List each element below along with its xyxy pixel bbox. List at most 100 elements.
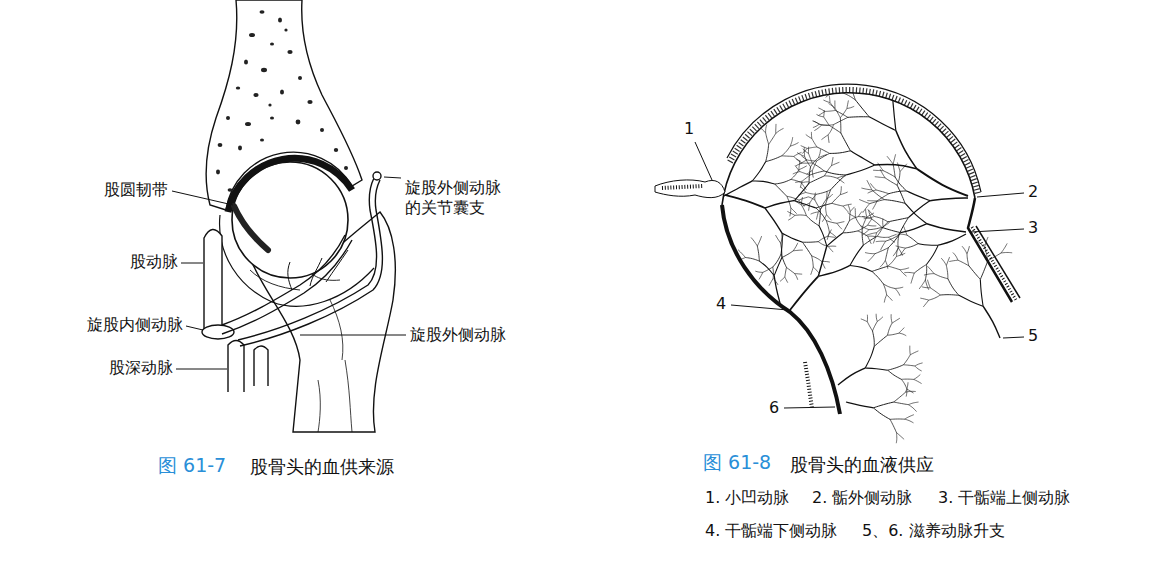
vessel-branch (824, 117, 830, 125)
illustration-part (172, 191, 233, 205)
vessel-branch (824, 171, 845, 175)
vessel-branch (869, 227, 882, 229)
vessel-branch (809, 203, 810, 211)
illustration-part (731, 305, 788, 310)
vessel-branch (774, 276, 780, 303)
vessel-branch (796, 159, 802, 163)
vessel-branch (797, 153, 804, 157)
vessel-branch (977, 241, 984, 247)
inferior-metaphyseal-artery (722, 205, 840, 414)
vessel-branch (798, 192, 805, 195)
vessel-branch (799, 197, 808, 200)
vessel-branch (802, 205, 807, 215)
vessel-branch (868, 236, 876, 238)
vessel-branch (814, 125, 821, 130)
vessel-branch (800, 160, 807, 164)
illustration-part (1003, 337, 1024, 338)
vessel-branch (828, 135, 830, 143)
vessel-branch (882, 227, 901, 232)
vessel-branch (794, 201, 801, 205)
vessel-branch (831, 175, 846, 190)
vessel-branch (801, 146, 808, 149)
vessel-branch (848, 116, 869, 118)
illustration-part (244, 59, 248, 64)
vessel-branch (843, 221, 850, 233)
vessel-branch (867, 200, 877, 201)
callout-number: 3 (1028, 218, 1038, 238)
vessel-branch (946, 265, 948, 278)
vessel-branch (927, 280, 930, 288)
vessel-branch (776, 128, 784, 133)
vessel-branch (813, 121, 821, 125)
vessel-branch (901, 76, 913, 84)
vessel-branch (949, 260, 958, 261)
vessel-branch (781, 234, 784, 244)
vessel-branch (910, 351, 918, 355)
vessel-branch (775, 124, 776, 134)
vessel-branch (793, 172, 800, 174)
vessel-branch (929, 295, 941, 300)
vessel-branch (885, 54, 891, 58)
vessel-branch (876, 241, 886, 243)
vessel-branch (751, 237, 757, 246)
vessel-branch (859, 199, 869, 203)
vessel-branch (906, 391, 916, 393)
vessel-branch (893, 101, 896, 130)
illustration-part (784, 407, 835, 408)
vessel-branch (873, 402, 893, 408)
illustration-part (270, 116, 274, 119)
vessel-branch (959, 295, 983, 306)
vessel-branch (841, 71, 843, 78)
vessel-branch (900, 164, 907, 172)
vessel-branch (824, 176, 837, 178)
vessel-branch (872, 331, 874, 346)
vessel-branch (831, 162, 839, 165)
vessel-branch (897, 163, 900, 172)
vessel-branch (766, 133, 769, 145)
vessel-branch (775, 179, 791, 184)
vessel-branch (752, 181, 774, 184)
vessel-branch (980, 261, 988, 280)
vessel-branch (817, 153, 830, 161)
vessel-branch (851, 86, 855, 100)
femur-texture (318, 300, 352, 432)
vessel-branch (774, 258, 782, 276)
neck-vessels (288, 250, 348, 290)
vessel-branch (877, 317, 883, 322)
vessel-branch (858, 216, 865, 217)
vessel-branch (862, 230, 869, 235)
vessel-branch (802, 162, 812, 163)
vessel-branch (851, 76, 854, 86)
figure-number: 图 61-7 (158, 454, 226, 478)
vessel-branch (958, 260, 969, 266)
vessel-branch (738, 250, 745, 258)
vessel-branch (802, 148, 807, 153)
vessel-branch (923, 69, 928, 74)
vessel-branch (830, 151, 851, 154)
vessel-branch (861, 319, 867, 322)
vessel-branch (757, 236, 761, 246)
leader-lines (172, 177, 406, 369)
vessel-branch (791, 170, 799, 180)
vessel-branch (909, 346, 910, 355)
vessel-branch (787, 196, 799, 200)
vessel-branch (794, 152, 802, 156)
vessel-branch (724, 181, 752, 196)
vessel-branch (826, 221, 829, 232)
vessel-branch (897, 185, 905, 203)
illustration-part (344, 166, 348, 170)
vessel-branch (884, 51, 885, 58)
vessel-branch (888, 370, 902, 379)
vessel-branch (848, 213, 856, 217)
vessel-branch (816, 208, 826, 221)
vessel-branch (895, 177, 906, 191)
illustration-part (260, 10, 265, 14)
vessel-branch (790, 143, 798, 147)
vessel-branch (927, 224, 966, 232)
vessel-branch (826, 93, 832, 98)
vessel-branch (911, 273, 914, 283)
vessel-branch (884, 295, 886, 303)
vessel-branch (825, 204, 827, 215)
vessel-branch (906, 54, 912, 59)
vessel-branch (905, 203, 927, 223)
